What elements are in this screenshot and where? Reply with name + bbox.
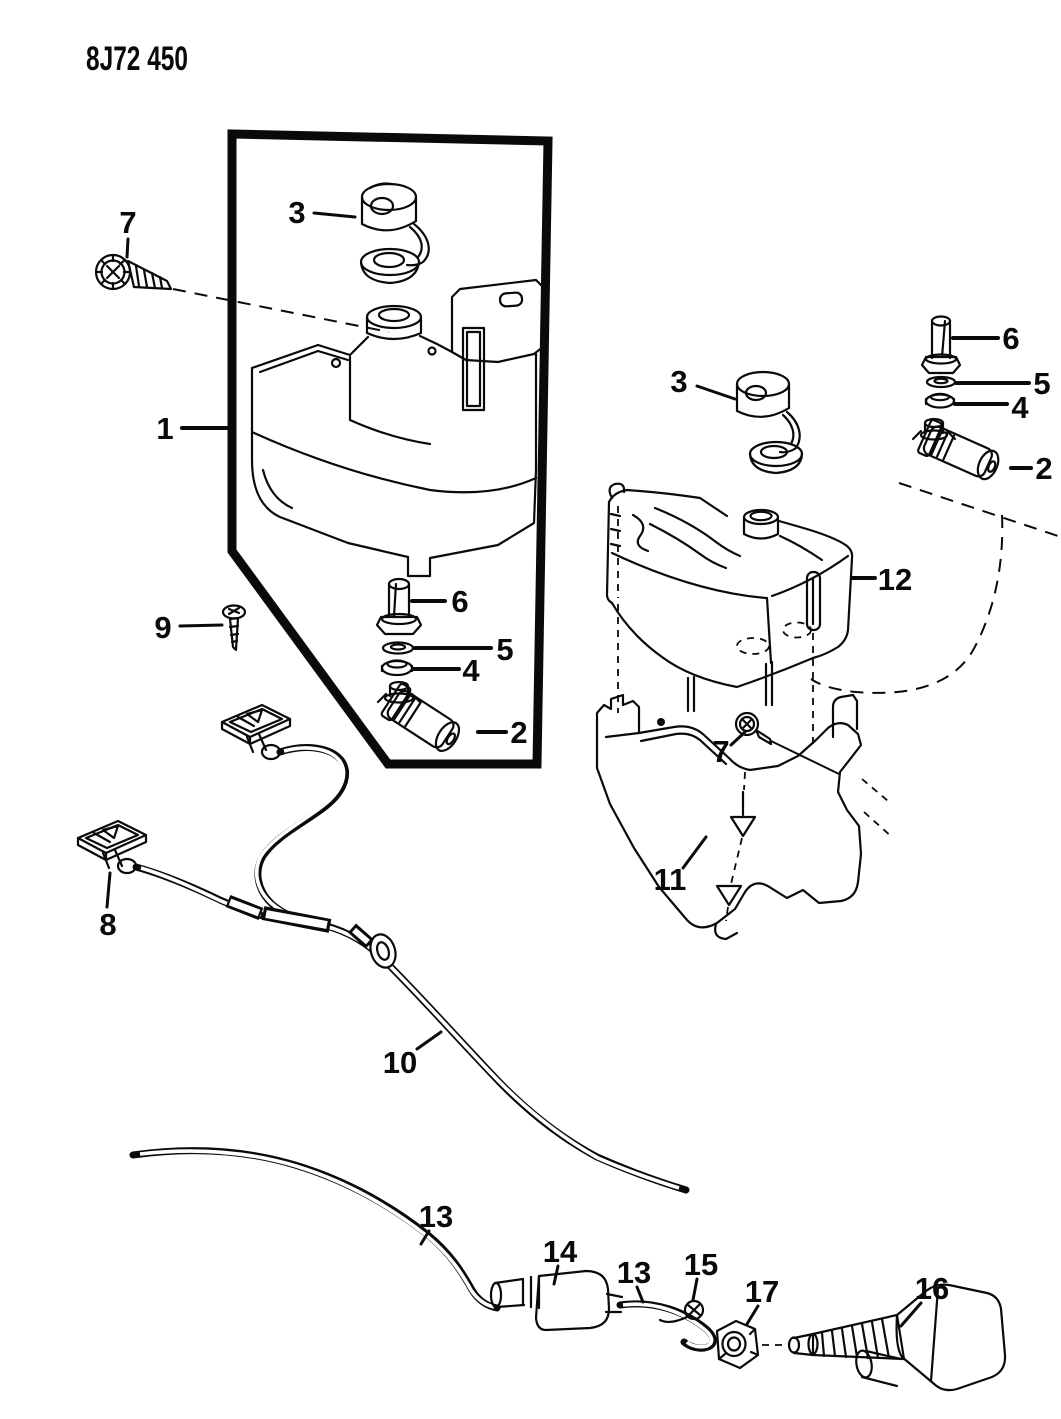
- callout-9: 9: [154, 610, 171, 645]
- grommet-4-right: [924, 392, 956, 409]
- callout-3-right: 3: [670, 364, 687, 399]
- callout-11: 11: [654, 862, 687, 897]
- filler-cap-3-left: [359, 182, 430, 285]
- screw-7-left: [94, 253, 390, 333]
- figure-code: 8J72 450: [86, 40, 188, 78]
- callout-8: 8: [99, 907, 116, 942]
- filler-cap-3-right: [735, 370, 804, 475]
- callout-1: 1: [156, 411, 173, 446]
- callout-3-left: 3: [288, 195, 305, 230]
- inline-filter-14: [489, 1269, 624, 1332]
- washer-5-left: [381, 641, 415, 655]
- plug-6-left: [375, 577, 423, 636]
- mounting-bracket-11: [595, 693, 894, 941]
- callout-5-right: 5: [1033, 366, 1050, 401]
- callout-7-right: 7: [712, 734, 729, 769]
- hose-clip-15: [658, 1299, 705, 1324]
- callout-16: 16: [915, 1271, 949, 1306]
- callout-2-left: 2: [510, 715, 527, 750]
- cowl-grommet-bushing: [369, 933, 397, 969]
- callout-4-right: 4: [1011, 390, 1029, 425]
- callout-10: 10: [383, 1045, 417, 1080]
- panel-border: [227, 129, 553, 769]
- callout-leaders: [105, 211, 1033, 1328]
- y-connector-sleeves: [225, 894, 374, 949]
- screw-7-right: [734, 711, 840, 775]
- callout-17: 17: [745, 1274, 779, 1309]
- plug-6-right: [920, 315, 962, 375]
- washer-5-right: [925, 375, 957, 389]
- callout-4-left: 4: [462, 653, 480, 688]
- hose-13-lower: [616, 1300, 717, 1352]
- callout-13-upper: 13: [419, 1199, 453, 1234]
- callout-12: 12: [878, 562, 912, 597]
- nut-17: [715, 1319, 760, 1370]
- callout-6-left: 6: [451, 584, 468, 619]
- callout-labels: 8J72 450 1 7 3 9 6 5 4 2 3 6 5 4 2 12 7 …: [86, 40, 1053, 1309]
- washer-reservoir-1: [250, 278, 546, 578]
- washer-nozzle-8: [76, 819, 148, 875]
- rear-nozzle-16: [787, 1283, 1007, 1392]
- hose-13-upper: [129, 1147, 501, 1312]
- callout-2-right: 2: [1035, 451, 1052, 486]
- washer-pump-2-left: [376, 680, 461, 752]
- install-path-dashed-lines: [810, 482, 1061, 694]
- callout-13-lower: 13: [617, 1255, 651, 1290]
- callout-6-right: 6: [1002, 321, 1019, 356]
- screw-9: [221, 604, 247, 652]
- callout-7-left: 7: [119, 205, 136, 240]
- callout-14: 14: [543, 1234, 578, 1269]
- callout-5-left: 5: [496, 632, 513, 667]
- callout-15: 15: [684, 1247, 718, 1282]
- washer-pump-2-right: [911, 417, 1000, 481]
- nozzle-hose-right: [254, 744, 349, 929]
- grommet-4-left: [380, 659, 414, 677]
- washer-reservoir-12: [605, 482, 854, 745]
